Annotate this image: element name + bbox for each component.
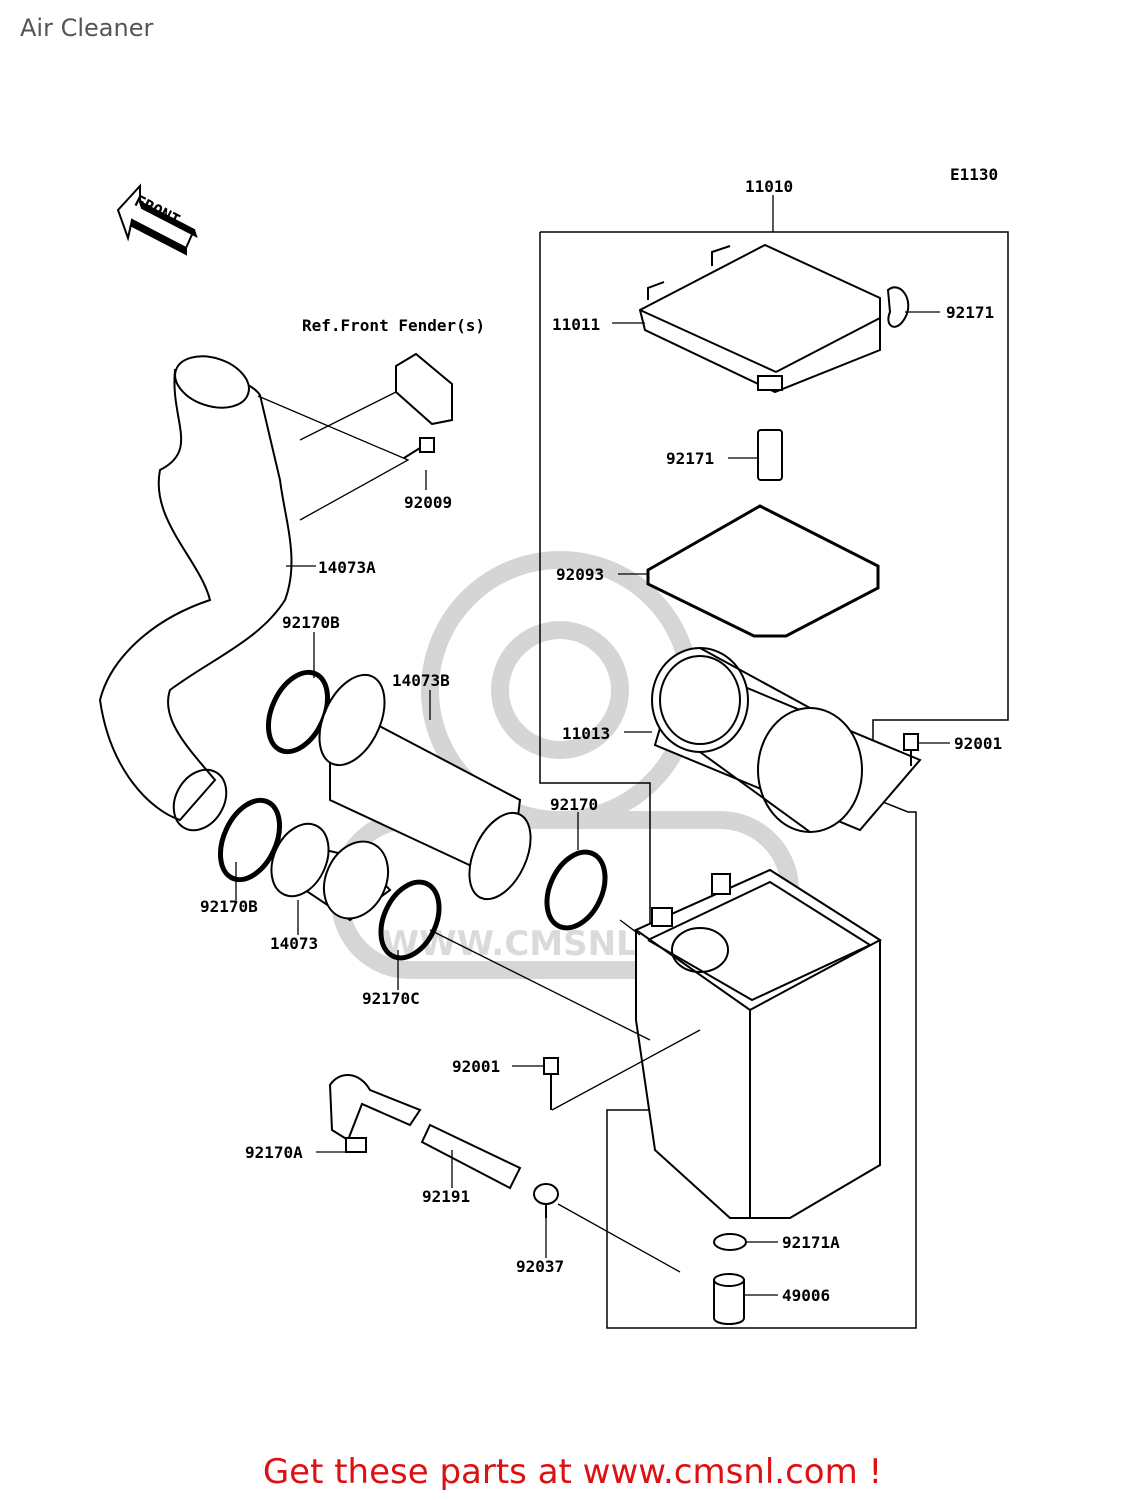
clamp-92170c (378, 879, 442, 961)
fender-ref-block (395, 352, 453, 426)
duct-14073b (318, 673, 532, 901)
gasket-92093 (646, 504, 880, 638)
assembly-outline (539, 231, 1009, 1329)
part-label-92170b-bottom: 92170B (200, 897, 258, 916)
air-cleaner-cover (638, 243, 881, 394)
leader-lines (235, 195, 950, 1296)
part-label-14073a: 14073A (318, 558, 376, 577)
bolt-92001-right (903, 733, 919, 766)
clamp-92170b-bottom (217, 797, 283, 883)
part-label-92170c: 92170C (362, 989, 420, 1008)
intake-duct-14073a (98, 355, 293, 832)
part-label-11011: 11011 (552, 315, 600, 334)
part-label-14073b: 14073B (392, 671, 450, 690)
part-label-92001-right: 92001 (954, 734, 1002, 753)
part-label-92001-mid: 92001 (452, 1057, 500, 1076)
part-label-49006: 49006 (782, 1286, 830, 1305)
clamp-92170 (544, 849, 608, 931)
clamp-92037 (533, 1183, 559, 1218)
front-arrow-icon (116, 183, 198, 256)
part-label-92191: 92191 (422, 1187, 470, 1206)
part-label-92009: 92009 (404, 493, 452, 512)
filter-element-11013 (651, 647, 922, 833)
part-label-11013: 11013 (562, 724, 610, 743)
bolt-92001-mid (543, 1057, 559, 1110)
air-cleaner-housing (633, 868, 882, 1219)
bolt-92009 (403, 437, 435, 459)
ref-front-fender-label: Ref.Front Fender(s) (302, 316, 485, 335)
plug-49006 (713, 1273, 745, 1325)
part-label-14073: 14073 (270, 934, 318, 953)
part-label-92171-mid: 92171 (666, 449, 714, 468)
retaining-clip-92171-top (886, 286, 910, 328)
part-label-92093: 92093 (556, 565, 604, 584)
part-label-92170: 92170 (550, 795, 598, 814)
clip-92170a (345, 1137, 367, 1153)
part-label-92170b-top: 92170B (282, 613, 340, 632)
part-label-92170a: 92170A (245, 1143, 303, 1162)
duct-14073 (270, 822, 392, 922)
part-label-11010: 11010 (745, 177, 793, 196)
drain-hose-92191 (328, 1074, 522, 1190)
clip-92171-mid (757, 429, 783, 481)
part-label-92171-top: 92171 (946, 303, 994, 322)
promo-link[interactable]: Get these parts at www.cmsnl.com ! (262, 1452, 883, 1492)
ring-92171a (713, 1233, 747, 1251)
part-label-92037: 92037 (516, 1257, 564, 1276)
diagram-code: E1130 (950, 165, 998, 184)
page-title: Air Cleaner (20, 14, 154, 42)
part-label-92171a: 92171A (782, 1233, 840, 1252)
